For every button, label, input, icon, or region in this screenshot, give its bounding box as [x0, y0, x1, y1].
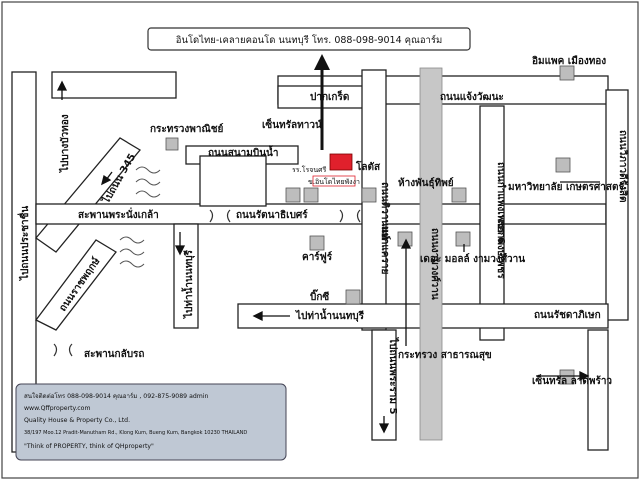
- label-left-vertical: ไปถนนประชาชื่น: [17, 206, 31, 281]
- label-chaengwattana: ถนนแจ้งวัฒนะ: [440, 91, 504, 103]
- label-to-tha-nam: ไปท่าน้ำนนทบุรี: [295, 308, 365, 322]
- label-big-c: บิ๊กซี: [310, 289, 329, 303]
- label-ngamwongwan: ถนนงามวงศ์วาน: [429, 228, 441, 300]
- label-phra-nang-klao: สะพานพระนั่งเกล้า: [78, 207, 159, 221]
- label-tiwanon: ถนนติวานนท์: [379, 182, 391, 240]
- direction-arrows: [56, 80, 600, 434]
- label-ministry-health: กระทรวง สาธารณสุข: [398, 350, 492, 361]
- expressway: [419, 67, 443, 441]
- road-tha-nam: [173, 223, 199, 329]
- title-box: อินโดไทย-เคลายคอนโด นนทบุรี โทร. 088-098…: [147, 27, 471, 51]
- condo-marker[interactable]: ข.อินโดไทยพังงา: [308, 153, 360, 187]
- road-top-left: [51, 71, 177, 99]
- road-ladprao: [587, 329, 609, 451]
- label-kamphaengphet6: ถนนกำแพงเพชร 6: [495, 162, 507, 244]
- label-rama5: ไปถนนพระราม 5: [387, 337, 400, 414]
- label-sanambinnam: ถนนสนามบินน้ำ: [208, 145, 279, 159]
- label-u-turn-bridge: สะพานกลับรถ: [84, 348, 144, 360]
- info-line-4: 38/197 Moo.12 Pradit-Manutham Rd., Klong…: [24, 430, 247, 436]
- river-marks: [119, 166, 161, 268]
- label-rr-somrak: รร.โรจนศรี: [292, 165, 327, 174]
- label-the-mall: เดอะ มอลล์ งามวงศ์วาน: [420, 253, 525, 265]
- label-lat-phrao: ถนนรัชดาภิเษก: [534, 309, 601, 321]
- info-line-2: www.Qffproperty.com: [24, 405, 91, 412]
- label-central: เซ็นทรัลทาวน์: [262, 117, 322, 131]
- label-kasetsart: มหาวิทยาลัย เกษตรศาสตร์: [508, 181, 624, 193]
- bridge-icons: [53, 209, 361, 357]
- north-arrow: [314, 54, 330, 150]
- road-vibhavadi: [605, 89, 629, 321]
- label-pak-kret: ปากเกร็ด: [310, 89, 349, 103]
- label-rattanathibet: ถนนรัตนาธิเบศร์: [236, 209, 308, 221]
- label-ministry-commerce: กระทรวงพาณิชย์: [150, 123, 224, 135]
- label-carrefour: คาร์ฟูร์: [302, 251, 333, 264]
- label-central-ladprao: เซ็นทรัล ลาดพร้าว: [532, 373, 612, 387]
- road-loop: [199, 155, 267, 207]
- label-vibhavadi: ถนนวิภาวดีรังสิต: [617, 130, 629, 203]
- label-khae-rai: แยกแคราย: [379, 226, 390, 274]
- road-phong-phet: [479, 105, 505, 341]
- road-ratchaphruek-diagonal: [35, 239, 117, 331]
- condo-label: ข.อินโดไทยพังงา: [308, 177, 360, 186]
- label-phong-phet: แยกพงษ์เพชร: [495, 220, 507, 279]
- label-department-store: ห้างพันธุ์ทิพย์: [398, 177, 454, 189]
- landmark-buildings: [165, 65, 575, 385]
- label-to-tha-nam-vertical: ไปท่าน้ำนนทบุรี: [181, 249, 195, 319]
- info-line-1: สนใจติดต่อโทร 088-098-9014 คุณอาร์ม , 09…: [24, 392, 209, 400]
- label-lotus: โลตัส: [355, 160, 381, 173]
- label-bang-bua-thong: ไปบางบัวทอง: [58, 114, 71, 173]
- label-impact: อิมแพค เมืองทอง: [532, 55, 606, 67]
- place-labels: กระทรวงพาณิชย์ รร.โรจนศรี โลตัส ห้างพันธ…: [78, 55, 624, 387]
- info-line-5: "Think of PROPERTY, think of QHproperty": [24, 443, 154, 450]
- info-box: สนใจติดต่อโทร 088-098-9014 คุณอาร์ม , 09…: [15, 383, 287, 461]
- info-line-3: Quality House & Property Co., Ltd.: [24, 417, 130, 424]
- map-title: อินโดไทย-เคลายคอนโด นนทบุรี โทร. 088-098…: [175, 34, 442, 46]
